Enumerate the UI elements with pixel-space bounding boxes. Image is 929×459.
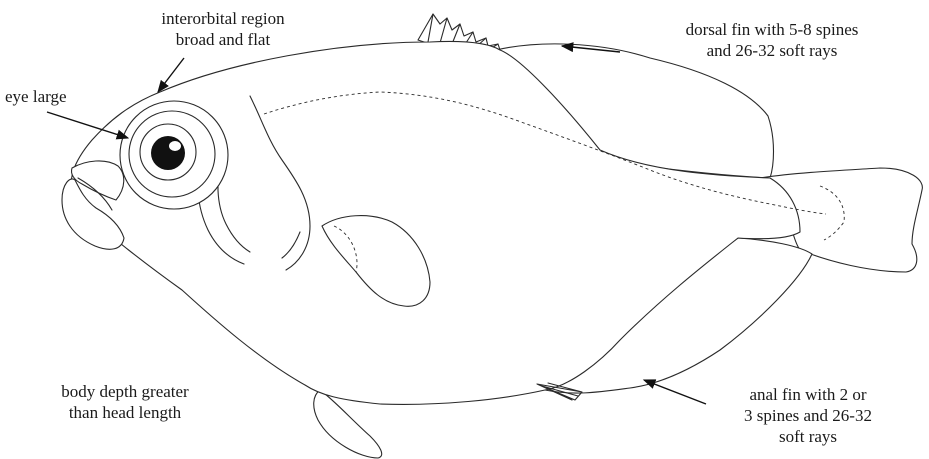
label-eye: eye large [5, 86, 95, 107]
label-interorbital: interorbital region broad and flat [128, 8, 318, 50]
pupil [151, 136, 185, 170]
arrow-anal [644, 380, 706, 404]
eye [120, 101, 228, 209]
label-dorsal-fin: dorsal fin with 5-8 spines and 26-32 sof… [628, 19, 916, 61]
label-body-depth: body depth greater than head length [30, 381, 220, 423]
label-anal-fin: anal fin with 2 or 3 spines and 26-32 so… [718, 384, 898, 447]
eye-highlight [169, 141, 181, 151]
